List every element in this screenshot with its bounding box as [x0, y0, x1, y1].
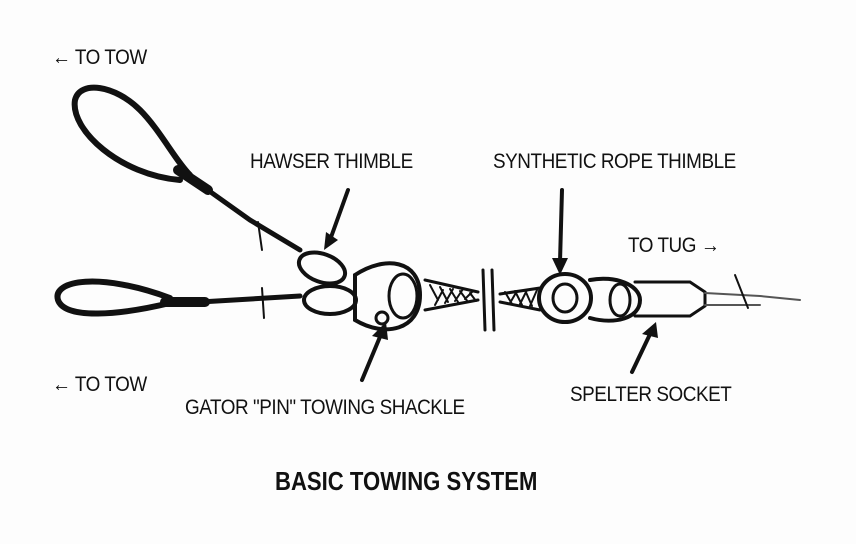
spelter-socket	[633, 280, 707, 318]
left-arrow-icon: ←	[52, 46, 75, 69]
top-wire-pendant	[202, 185, 303, 253]
hawser-thimble-bottom	[302, 284, 358, 316]
wire-to-tug	[704, 292, 801, 306]
to-tug-label: TO TUG →	[628, 234, 720, 258]
to-tow-bottom-text: TO TOW	[74, 373, 147, 396]
bottom-wire-eye	[54, 278, 173, 317]
gator-pin-shackle-label: GATOR "PIN" TOWING SHACKLE	[185, 396, 465, 419]
spelter-socket-label: SPELTER SOCKET	[570, 383, 732, 406]
to-tug-text: TO TUG	[628, 234, 697, 257]
diagram-title: BASIC TOWING SYSTEM	[275, 466, 538, 496]
hawser-thimble-label: HAWSER THIMBLE	[250, 150, 413, 173]
to-tow-top-label: ← TO TOW	[52, 46, 147, 70]
top-wire-eye	[71, 84, 193, 183]
right-arrow-icon: →	[696, 234, 720, 257]
synthetic-rope-left	[423, 278, 480, 312]
gator-shackle	[353, 261, 423, 332]
to-tow-top-text: TO TOW	[74, 46, 147, 69]
left-arrow-icon: ←	[52, 373, 75, 396]
synthetic-rope-thimble	[537, 272, 593, 324]
hawser-thimble-top	[296, 250, 348, 286]
synthetic-rope-thimble-label: SYNTHETIC ROPE THIMBLE	[493, 150, 736, 173]
bottom-wire-pendant	[197, 293, 303, 305]
to-tow-bottom-label: ← TO TOW	[52, 373, 147, 397]
pointer-arrows	[328, 188, 654, 382]
